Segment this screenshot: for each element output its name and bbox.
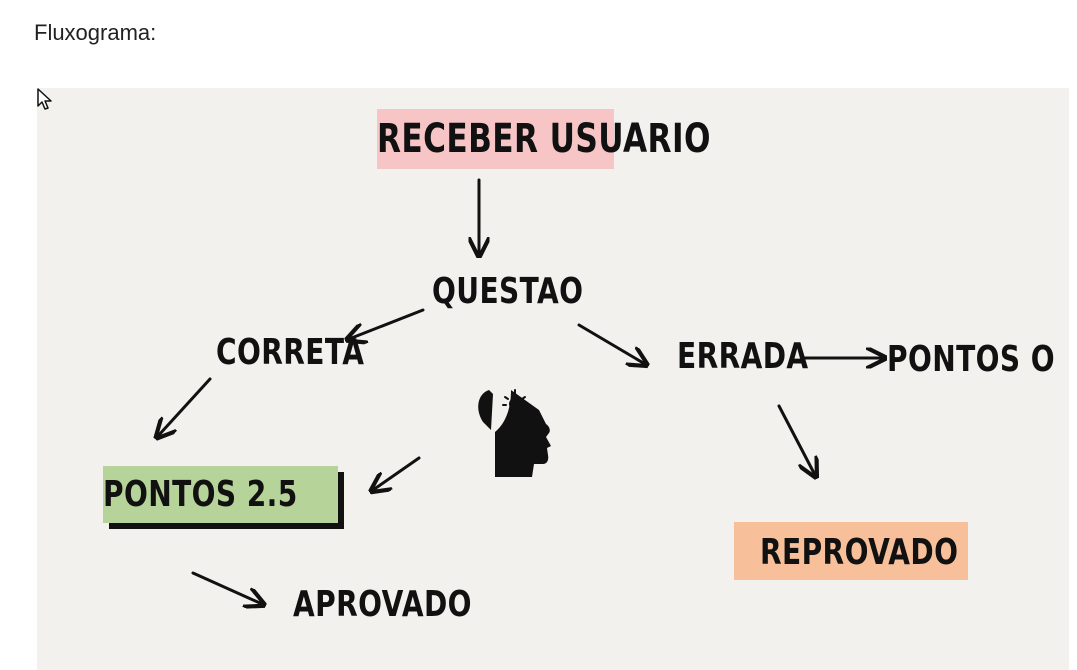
node-pontos-zero: PONTOS O bbox=[887, 339, 1055, 380]
node-aprovado: APROVADO bbox=[293, 584, 472, 625]
arrow-head-to-pontos-25 bbox=[373, 456, 421, 490]
flowchart-arrows bbox=[37, 178, 1069, 670]
flowchart-board: RECEBER USUARIO QUESTAO CORRETA ERRADA P… bbox=[37, 88, 1069, 670]
node-pontos-25: PONTOS 2.5 bbox=[103, 474, 298, 515]
arrow-questao-to-errada bbox=[577, 323, 645, 364]
node-errada: ERRADA bbox=[677, 336, 809, 377]
node-correta: CORRETA bbox=[216, 332, 365, 373]
head-lightbulb-icon bbox=[478, 389, 551, 477]
highlight-pontos-25 bbox=[103, 466, 338, 523]
node-receber-usuario: RECEBER USUARIO bbox=[377, 116, 711, 162]
highlight-receber-usuario bbox=[377, 109, 614, 169]
node-questao: QUESTAO bbox=[432, 271, 584, 312]
arrow-correta-to-pontos-25 bbox=[158, 377, 212, 436]
page-title: Fluxograma: bbox=[34, 20, 157, 45]
node-reprovado: REPROVADO bbox=[760, 532, 959, 573]
arrow-pontos-25-to-aprovado bbox=[191, 571, 262, 604]
arrow-questao-to-correta bbox=[349, 308, 425, 339]
highlight-reprovado bbox=[734, 522, 968, 580]
mouse-cursor-icon bbox=[37, 88, 52, 110]
arrow-errada-to-reprovado bbox=[777, 404, 815, 475]
